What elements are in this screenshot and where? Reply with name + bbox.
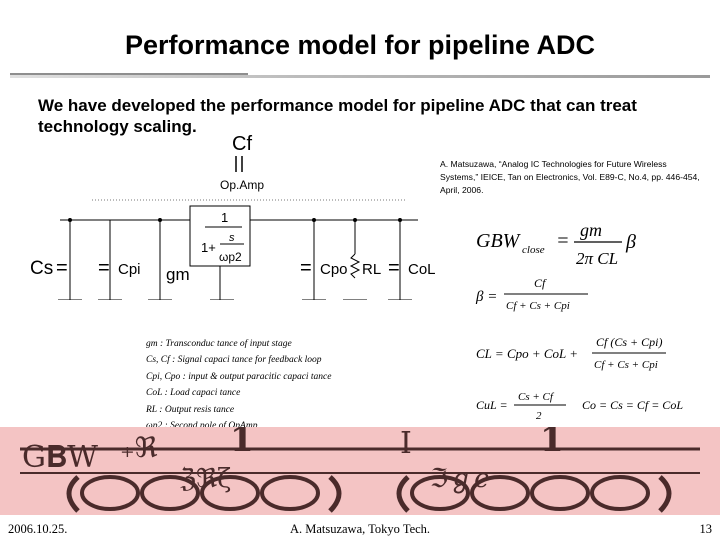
cpi-label: Cpi [118,261,141,278]
gbw-den: 2π CL [576,249,618,268]
symbol-legend: gm : Transconduc tance of input stage Cs… [146,336,416,434]
svg-text:=: = [300,257,312,279]
tf-numerator: 1 [221,210,228,225]
circuit-diagram: Cf Op.Amp 1 1+ s ωp2 Cs = = Cpi gm = Cpo… [30,133,436,300]
legend-item: ωp2 : Second pole of OpAmp [146,418,416,434]
gbw-beta: β [625,231,636,253]
equations-panel: GBW close = gm 2π CL β β = Cf Cf + Cs + … [475,220,683,422]
garbled-equation-band: G𝐁W ₊ℜ 1 I 1 ℨℜζ ℑℊℯ [0,427,720,515]
legend-item: CoL : Load capaci tance [146,388,241,399]
legend-item: gm : Transconduc tance of input stage [146,339,292,349]
legend-item: RL : Output resis tance [146,404,235,415]
co-eq: Co = Cs = Cf = CoL [582,398,683,412]
cul-num: Cs + Cf [518,391,555,403]
svg-text:=: = [56,257,68,279]
page-number: 13 [699,522,713,536]
gbw-num: gm [580,220,602,240]
col-label: CoL [408,261,436,278]
gbw-lhs: GBW [476,230,522,252]
beta-num: Cf [534,276,547,290]
title-rule-accent [10,73,248,75]
footer-date: 2006.10.25. [8,522,68,536]
svg-text:I: I [400,427,412,461]
cl-num: Cf (Cs + Cpi) [596,335,662,349]
beta-den: Cf + Cs + Cpi [506,300,570,312]
legend-item: Cs, Cf : Signal capaci tance for feedbac… [146,355,322,366]
title-rule [10,75,710,78]
opamp-label: Op.Amp [220,178,264,192]
cul-lhs: CuL = [476,398,508,412]
cl-den: Cf + Cs + Cpi [594,359,658,371]
svg-text:1: 1 [540,427,564,460]
gbw-sub: close [522,244,545,256]
svg-text:₊ℜ: ₊ℜ [120,431,158,464]
rl-label: RL [362,261,381,278]
beta-lhs: β = [475,289,497,305]
svg-text:1: 1 [230,427,254,460]
gm-label: gm [166,265,190,284]
legend-item: Cpi, Cpo : input & output paracitic capa… [146,371,332,382]
cl-lhs: CL = Cpo + CoL + [476,346,578,361]
tf-one-plus: 1+ [201,240,216,255]
reference-citation: A. Matsuzawa, “Analog IC Technologies fo… [440,159,700,195]
cul-den: 2 [536,410,542,422]
svg-text:=: = [556,230,570,252]
intro-text: We have developed the performance model … [38,96,637,136]
tf-omega: ωp2 [219,250,242,264]
footer-author: A. Matsuzawa, Tokyo Tech. [289,522,431,536]
svg-text:G𝐁W: G𝐁W [22,440,98,475]
cs-label: Cs [30,258,53,279]
tf-s: s [229,232,235,244]
cpo-label: Cpo [320,261,348,278]
svg-text:=: = [388,257,400,279]
cf-label: Cf [232,133,252,155]
slide-title: Performance model for pipeline ADC [124,30,596,60]
svg-text:=: = [98,257,110,279]
